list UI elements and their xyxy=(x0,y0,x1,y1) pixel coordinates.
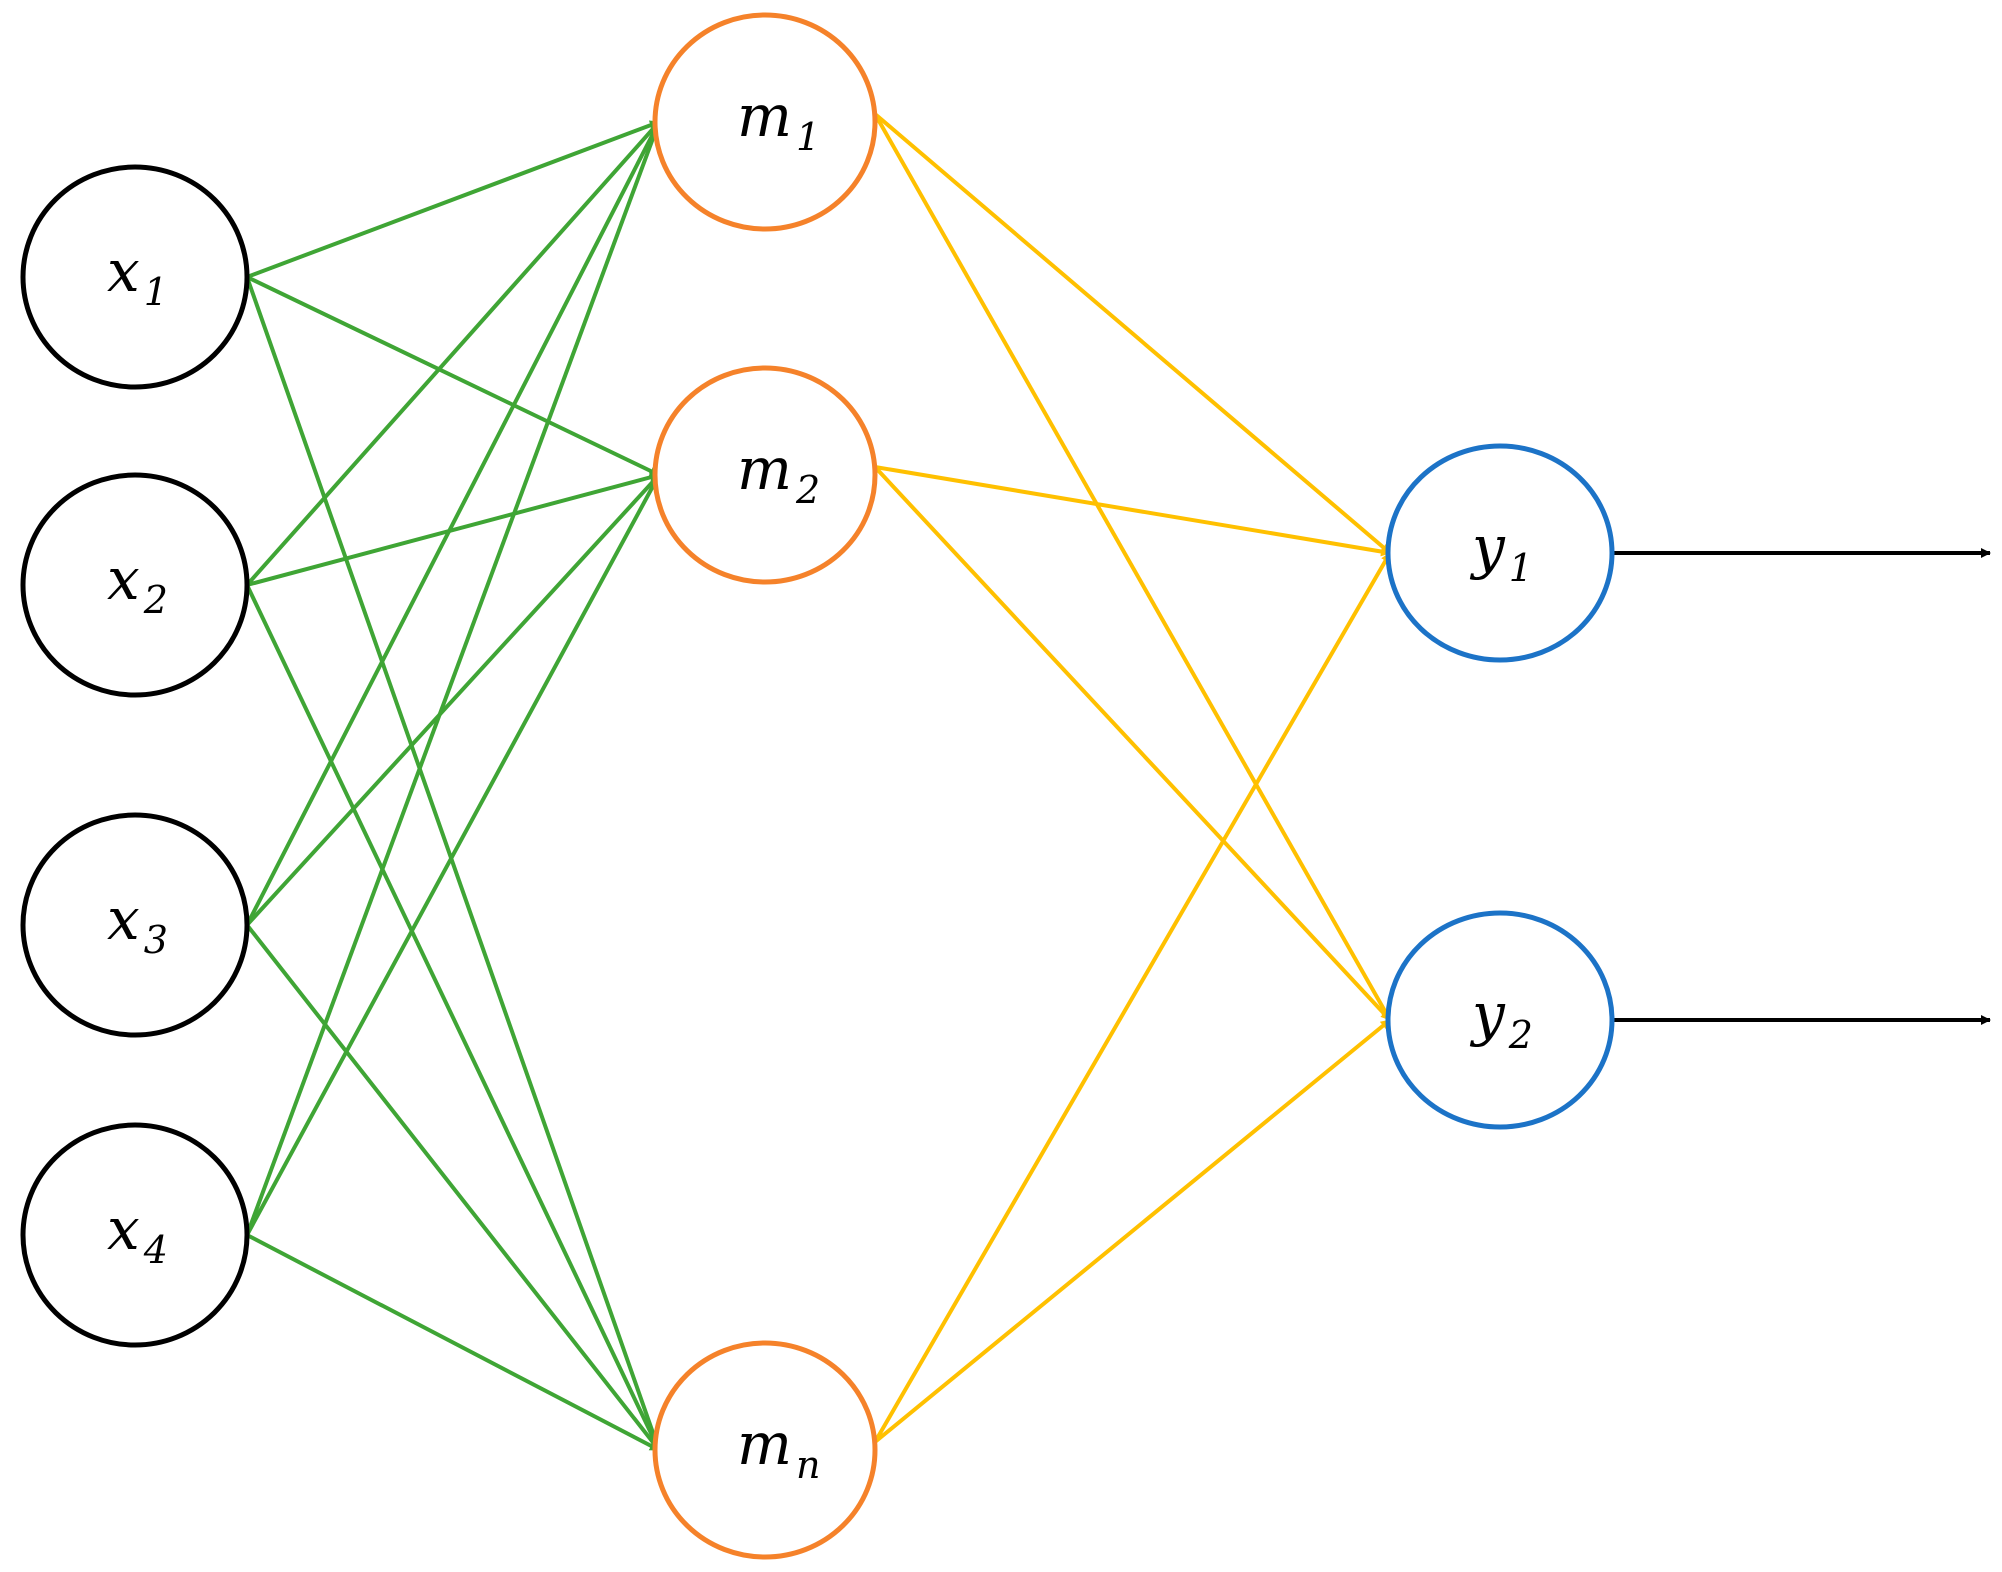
node-label-letter: x xyxy=(107,885,140,953)
node-label-subscript: 1 xyxy=(796,115,820,159)
node-circle-x3 xyxy=(20,812,250,1038)
node-circle-y1 xyxy=(1385,443,1615,663)
node-label-subscript: 1 xyxy=(144,270,168,314)
node-label-subscript: 2 xyxy=(795,468,820,512)
edge-m2-y1 xyxy=(874,465,1391,557)
node-label-letter: x xyxy=(107,237,140,305)
edge-x4-m1 xyxy=(245,121,661,1236)
edge-m1-y2 xyxy=(873,113,1392,1021)
edge-x4-mn xyxy=(246,1233,660,1452)
node-circle-m2 xyxy=(652,365,878,585)
edge-x4-m2 xyxy=(245,474,661,1236)
node-label-letter: y xyxy=(1469,980,1506,1048)
node-circle-x4 xyxy=(20,1122,250,1348)
edge-x2-m2 xyxy=(246,472,660,587)
node-label-subscript: n xyxy=(796,1443,820,1487)
node-label-letter: m xyxy=(737,435,792,503)
edge-x1-m1 xyxy=(246,120,660,279)
node-label-subscript: 2 xyxy=(143,578,168,622)
edge-m1-y1 xyxy=(873,112,1392,555)
edge-x3-m2 xyxy=(245,473,661,927)
node-label-subscript: 1 xyxy=(1509,546,1533,590)
node-circle-mn xyxy=(652,1340,878,1560)
edge-x3-m1 xyxy=(245,121,661,926)
edge-x1-m2 xyxy=(246,275,660,477)
edge-x2-mn xyxy=(245,584,661,1451)
node-label-subscript: 4 xyxy=(143,1228,168,1272)
edge-x3-mn xyxy=(245,923,661,1452)
node-label-letter: y xyxy=(1469,513,1506,581)
edge-x1-mn xyxy=(245,276,661,1451)
node-circle-x1 xyxy=(20,164,250,390)
node-label-subscript: 2 xyxy=(1508,1013,1533,1057)
node-label-letter: x xyxy=(107,545,140,613)
edge-m2-y2 xyxy=(873,465,1392,1022)
node-label-subscript: 3 xyxy=(144,918,168,962)
node-circle-y2 xyxy=(1385,910,1615,1130)
node-label-letter: x xyxy=(107,1195,140,1263)
edges-group xyxy=(245,112,1991,1452)
edge-mn-y1 xyxy=(873,551,1392,1444)
node-circle-x2 xyxy=(20,472,250,698)
edge-x2-m1 xyxy=(245,120,661,587)
node-label-letter: m xyxy=(737,82,792,150)
edge-mn-y2 xyxy=(873,1018,1392,1444)
node-circle-m1 xyxy=(652,12,878,232)
node-label-letter: m xyxy=(737,1410,792,1478)
